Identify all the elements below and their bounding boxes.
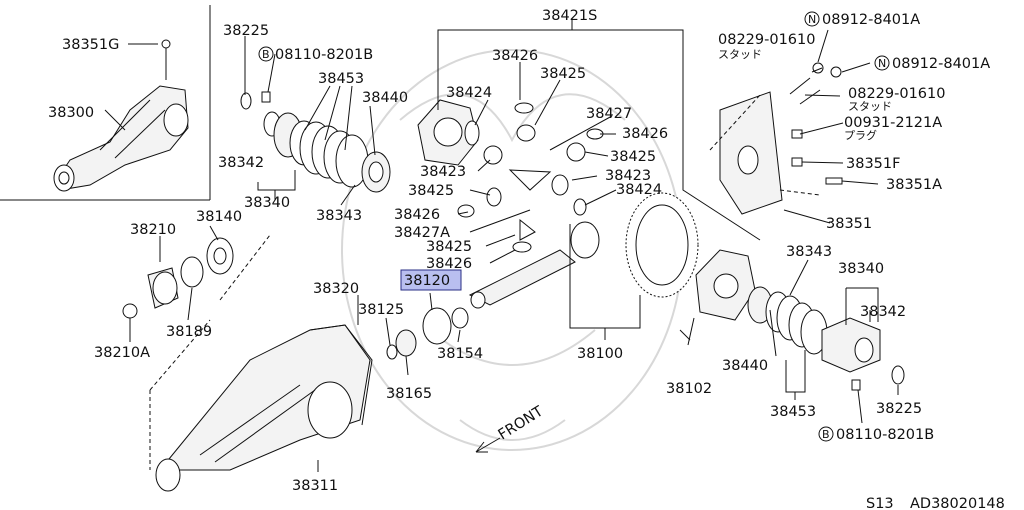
label-38154[interactable]: 38154: [437, 346, 483, 362]
label-38351F[interactable]: 38351F: [846, 156, 900, 172]
label-38225-bottom[interactable]: 38225: [876, 401, 922, 417]
label-38424-b[interactable]: 38424: [616, 182, 662, 198]
label-38423-a[interactable]: 38423: [420, 164, 466, 180]
selected-part-highlight: [400, 269, 462, 291]
label-08229-1-jp: スタッド: [718, 48, 762, 61]
label-38189[interactable]: 38189: [166, 324, 212, 340]
label-08229-2-jp: スタッド: [848, 100, 892, 113]
label-38351G[interactable]: 38351G: [62, 37, 119, 53]
leader-lines: [104, 20, 899, 472]
svg-text:B: B: [262, 48, 270, 61]
label-38440-top[interactable]: 38440: [362, 90, 408, 106]
label-08912-2[interactable]: 08912-8401A: [892, 56, 990, 72]
label-38311[interactable]: 38311: [292, 478, 338, 494]
label-38426-a[interactable]: 38426: [492, 48, 538, 64]
front-label: FRONT: [496, 403, 547, 443]
label-38210A[interactable]: 38210A: [94, 345, 150, 361]
pinion-and-ring-gear: [468, 192, 699, 309]
label-08229-2[interactable]: 08229-01610: [848, 86, 946, 102]
circled-n-marker-1: N: [804, 11, 820, 27]
label-38440-bottom[interactable]: 38440: [722, 358, 768, 374]
label-08110-bottom[interactable]: 08110-8201B: [836, 427, 934, 443]
label-38426-d[interactable]: 38426: [426, 256, 472, 272]
label-38425-d[interactable]: 38425: [426, 239, 472, 255]
label-38453-bottom[interactable]: 38453: [770, 404, 816, 420]
label-38427A[interactable]: 38427A: [394, 225, 450, 241]
label-38453-top[interactable]: 38453: [318, 71, 364, 87]
circled-n-marker-2: N: [874, 55, 890, 71]
label-38426-b[interactable]: 38426: [622, 126, 668, 142]
label-38140[interactable]: 38140: [196, 209, 242, 225]
footer-diagram-code: AD38020148: [910, 496, 1005, 510]
inset-differential-assembly: [53, 39, 189, 192]
label-38225-top[interactable]: 38225: [223, 23, 269, 39]
label-38425-b[interactable]: 38425: [610, 149, 656, 165]
label-38343-bottom[interactable]: 38343: [786, 244, 832, 260]
carrier-housing: [155, 307, 691, 492]
label-38426-c[interactable]: 38426: [394, 207, 440, 223]
label-38421S[interactable]: 38421S: [542, 8, 597, 24]
label-08229-1[interactable]: 08229-01610: [718, 32, 816, 48]
circled-b-marker-top: B: [258, 46, 274, 62]
label-38427[interactable]: 38427: [586, 106, 632, 122]
label-38425-a[interactable]: 38425: [540, 66, 586, 82]
label-38100[interactable]: 38100: [577, 346, 623, 362]
right-cover-and-case: [695, 62, 843, 321]
label-38165[interactable]: 38165: [386, 386, 432, 402]
label-38342-top[interactable]: 38342: [218, 155, 264, 171]
label-38351A[interactable]: 38351A: [886, 177, 942, 193]
label-08110-top[interactable]: 08110-8201B: [275, 47, 373, 63]
label-38120-selected[interactable]: 38120: [404, 273, 450, 289]
label-08912-1[interactable]: 08912-8401A: [822, 12, 920, 28]
dashed-reference-lines: [149, 94, 821, 470]
label-38340-bottom[interactable]: 38340: [838, 261, 884, 277]
label-38300[interactable]: 38300: [48, 105, 94, 121]
svg-text:N: N: [878, 57, 886, 70]
right-side-bearing-stack: [747, 286, 905, 391]
svg-text:N: N: [808, 13, 816, 26]
label-38102[interactable]: 38102: [666, 381, 712, 397]
companion-flange-group: [122, 237, 234, 319]
label-38351[interactable]: 38351: [826, 216, 872, 232]
label-38425-c[interactable]: 38425: [408, 183, 454, 199]
front-direction-indicator: [475, 437, 501, 453]
label-38320[interactable]: 38320: [313, 281, 359, 297]
differential-gear-set: [417, 99, 604, 253]
left-side-bearing-stack: [240, 91, 391, 193]
label-00931-jp: プラグ: [844, 128, 877, 142]
label-38125[interactable]: 38125: [358, 302, 404, 318]
footer-model: S13: [866, 496, 894, 510]
label-38340-top[interactable]: 38340: [244, 195, 290, 211]
label-00931[interactable]: 00931-2121A: [844, 115, 942, 131]
svg-text:B: B: [822, 428, 830, 441]
circled-b-marker-bottom: B: [818, 426, 834, 442]
label-38424-a[interactable]: 38424: [446, 85, 492, 101]
label-38342-bottom[interactable]: 38342: [860, 304, 906, 320]
label-38343-top[interactable]: 38343: [316, 208, 362, 224]
label-38210[interactable]: 38210: [130, 222, 176, 238]
label-38423-b[interactable]: 38423: [605, 168, 651, 184]
